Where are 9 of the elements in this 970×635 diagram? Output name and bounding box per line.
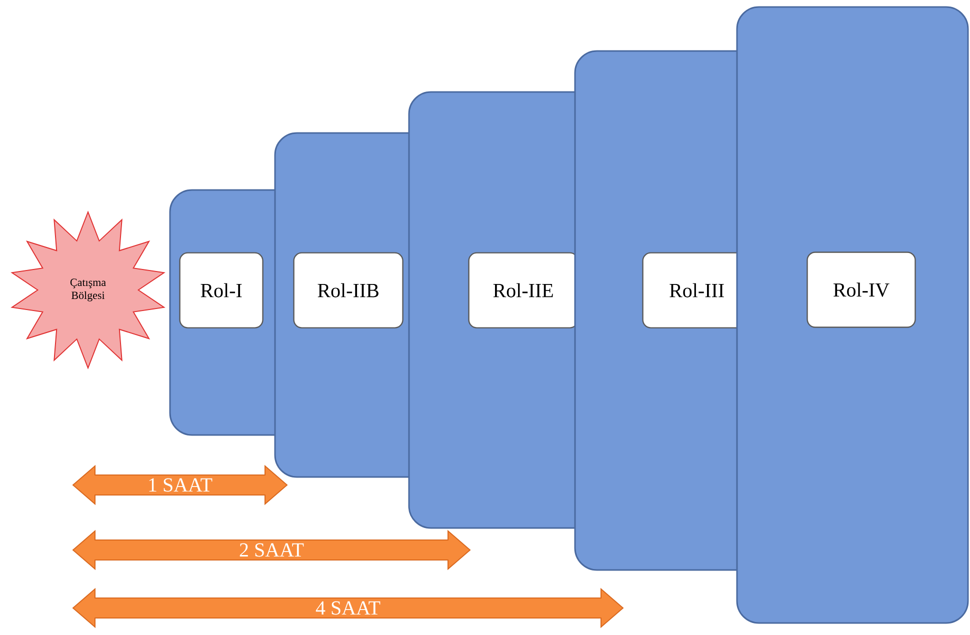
duration-label: 4 SAAT — [316, 601, 380, 615]
role-box: Rol-IIE — [468, 252, 578, 328]
panel-box — [736, 6, 969, 624]
duration-label: 2 SAAT — [240, 543, 304, 557]
role-box: Rol-IIB — [293, 252, 404, 328]
role-box: Rol-I — [179, 252, 264, 328]
panel-box — [574, 50, 738, 571]
role-box: Rol-IV — [806, 252, 916, 328]
duration-label: 1 SAAT — [149, 478, 212, 492]
